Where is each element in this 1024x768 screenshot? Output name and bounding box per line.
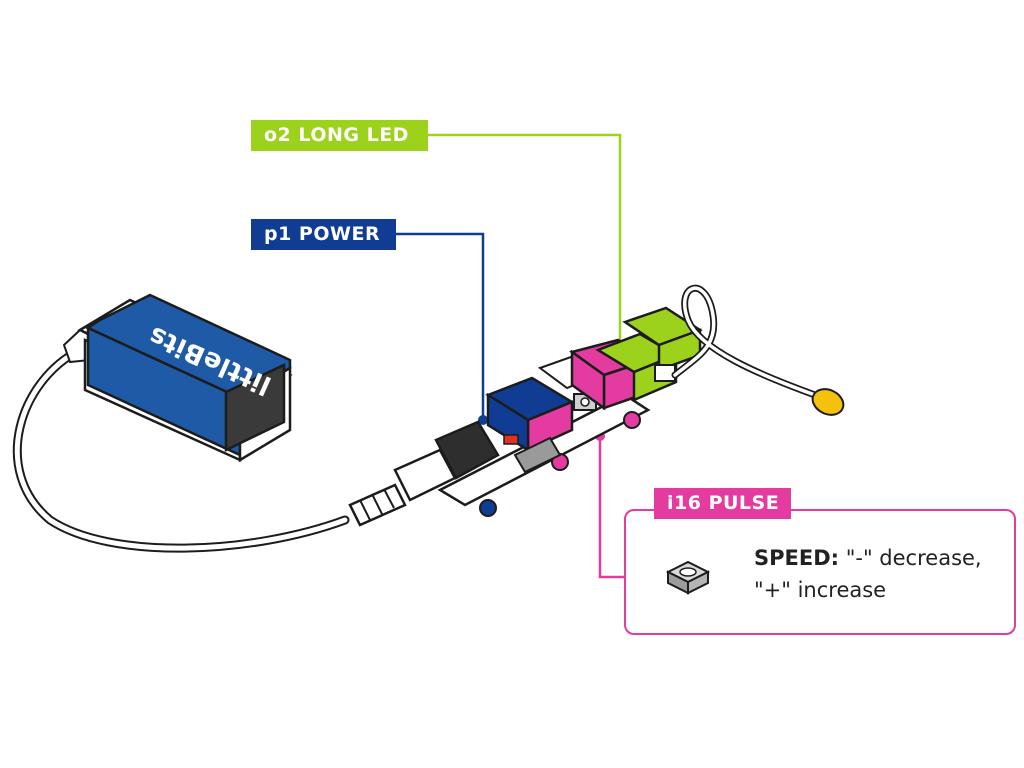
pulse-label: i16 PULSE: [654, 488, 791, 519]
power-label: p1 POWER: [251, 219, 396, 250]
leader-pulse: [595, 431, 624, 579]
speed-key: SPEED:: [754, 546, 840, 570]
power-module: [485, 376, 575, 474]
leader-led: [428, 133, 625, 351]
power-plug: [348, 420, 500, 527]
speed-increase-desc: "+" increase: [754, 578, 887, 602]
led-module: [595, 306, 703, 402]
long-led-label: o2 LONG LED: [251, 120, 428, 151]
speed-decrease-desc: "-" decrease,: [845, 546, 982, 570]
pulse-setting-line1: SPEED: "-" decrease,: [754, 542, 1004, 574]
knob-icon: [665, 560, 711, 595]
pulse-setting-text: SPEED: "-" decrease, "+" increase: [754, 542, 1004, 606]
leader-power: [396, 232, 488, 425]
pulse-info-panel: [624, 509, 1016, 635]
battery-9v: [62, 293, 293, 463]
led-bulb: [671, 284, 845, 416]
battery-cable: [12, 345, 350, 553]
